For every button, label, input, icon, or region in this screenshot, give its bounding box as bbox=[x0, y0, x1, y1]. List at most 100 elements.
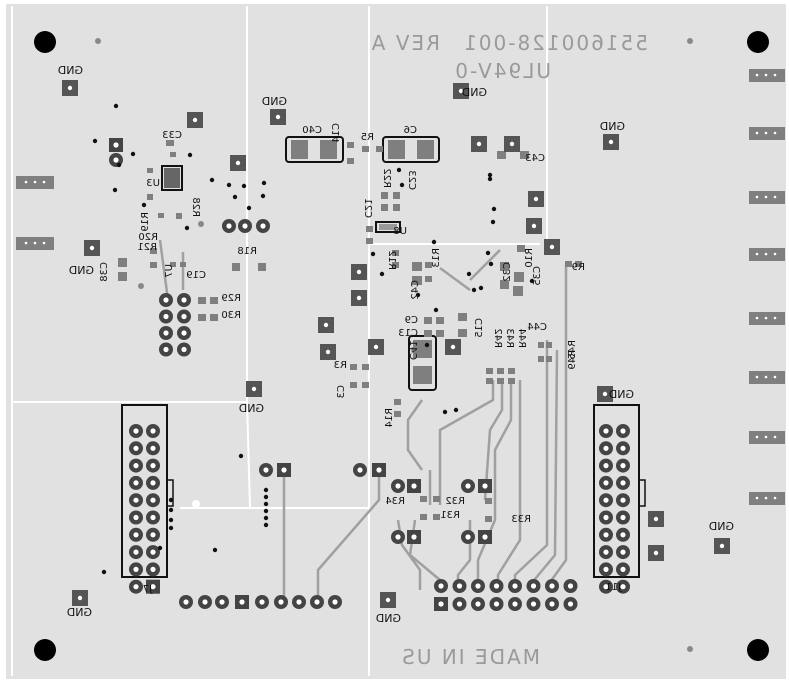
silk-label: C9 bbox=[405, 315, 418, 326]
smd-pad bbox=[170, 152, 176, 157]
mounting-hole bbox=[34, 31, 56, 53]
drill-hole bbox=[456, 601, 463, 607]
smd-pad bbox=[517, 245, 525, 252]
silk-label: C15 bbox=[474, 318, 485, 338]
via bbox=[485, 250, 491, 256]
via bbox=[116, 162, 122, 168]
via bbox=[168, 507, 174, 513]
drill-hole bbox=[450, 344, 456, 350]
drill-hole bbox=[181, 346, 187, 353]
silk-label: R20 bbox=[138, 232, 158, 243]
smd-pad bbox=[394, 399, 401, 405]
drill-hole bbox=[438, 583, 444, 589]
drill-hole bbox=[549, 583, 555, 589]
drill-hole bbox=[509, 141, 515, 147]
drill-hole bbox=[465, 534, 471, 540]
mounting-hole bbox=[34, 639, 56, 661]
mounting-holes bbox=[34, 31, 769, 661]
via bbox=[370, 251, 376, 257]
drill-hole bbox=[219, 599, 225, 605]
drill-hole bbox=[150, 497, 156, 503]
key-notch bbox=[166, 479, 174, 507]
smd-pad bbox=[412, 262, 422, 271]
silk-label: R30 bbox=[221, 310, 241, 321]
silk-label: C43 bbox=[525, 153, 545, 164]
via bbox=[491, 206, 497, 212]
via bbox=[226, 182, 232, 188]
silk-label: C32 bbox=[502, 262, 513, 282]
smd-pad bbox=[514, 272, 524, 282]
drill-hole bbox=[163, 346, 169, 353]
drill-hole bbox=[603, 532, 609, 538]
silk-label: C6 bbox=[404, 125, 417, 136]
drill-hole bbox=[411, 534, 417, 540]
drill-hole bbox=[325, 349, 331, 355]
drill-hole bbox=[163, 330, 169, 336]
drill-hole bbox=[620, 566, 626, 573]
drill-hole bbox=[113, 157, 119, 163]
via bbox=[92, 138, 98, 144]
via bbox=[263, 508, 269, 514]
edge-header-pin bbox=[764, 252, 768, 256]
via bbox=[168, 497, 174, 503]
key-notch bbox=[638, 479, 646, 507]
drill-hole bbox=[150, 514, 156, 521]
drill-hole bbox=[603, 428, 609, 434]
edge-header-pin bbox=[773, 316, 777, 320]
drill-hole bbox=[512, 583, 518, 589]
drill-hole bbox=[67, 85, 73, 91]
silk-label: C38 bbox=[99, 262, 110, 282]
smd-pad bbox=[394, 411, 401, 417]
smd-pad bbox=[485, 498, 492, 504]
silk-label: GND bbox=[462, 86, 487, 99]
drill-hole bbox=[603, 445, 609, 451]
smd-pad bbox=[497, 378, 504, 384]
drill-hole bbox=[476, 141, 482, 147]
drill-hole bbox=[150, 428, 156, 434]
silk-label: R32 bbox=[445, 496, 465, 507]
smd-pad bbox=[350, 382, 357, 388]
via bbox=[431, 239, 437, 245]
silk-label: R43 bbox=[504, 328, 515, 348]
silk-label: C14 bbox=[331, 123, 342, 143]
drill-hole bbox=[323, 322, 329, 328]
edge-header-pin bbox=[755, 375, 759, 379]
silk-label: C3 bbox=[336, 385, 347, 398]
drill-hole bbox=[150, 463, 156, 469]
ic-body bbox=[164, 168, 180, 188]
drill-hole bbox=[133, 480, 139, 486]
via bbox=[112, 187, 118, 193]
silk-label: R13 bbox=[431, 248, 442, 268]
drill-hole bbox=[620, 532, 626, 538]
smd-pad bbox=[366, 238, 373, 244]
smd-pad bbox=[575, 261, 582, 267]
drill-hole bbox=[603, 584, 609, 590]
smd-pad bbox=[170, 262, 176, 267]
smd-pad bbox=[118, 258, 127, 267]
via bbox=[187, 152, 193, 158]
edge-header-pin bbox=[755, 435, 759, 439]
via bbox=[241, 183, 247, 189]
smd-pad bbox=[150, 248, 157, 254]
via bbox=[141, 202, 147, 208]
ul-mark: UL94V-0 bbox=[453, 59, 551, 83]
edge-header-pin bbox=[755, 73, 759, 77]
drill-hole bbox=[275, 114, 281, 120]
drill-hole bbox=[493, 601, 500, 607]
silk-label: R29 bbox=[221, 293, 241, 304]
drill-hole bbox=[150, 584, 156, 590]
drill-hole bbox=[530, 601, 537, 607]
smd-pad bbox=[176, 213, 182, 219]
smd-pad bbox=[147, 168, 153, 173]
edge-header-pin bbox=[764, 73, 768, 77]
drill-hole bbox=[620, 584, 626, 590]
revision: REV A bbox=[370, 31, 440, 55]
drill-hole bbox=[133, 497, 139, 503]
drill-hole bbox=[242, 223, 248, 229]
silk-label: GND bbox=[709, 520, 734, 533]
via bbox=[263, 522, 269, 528]
edge-header-pin bbox=[773, 73, 777, 77]
silk-label: J7 bbox=[143, 584, 153, 595]
drill-hole bbox=[356, 269, 362, 275]
